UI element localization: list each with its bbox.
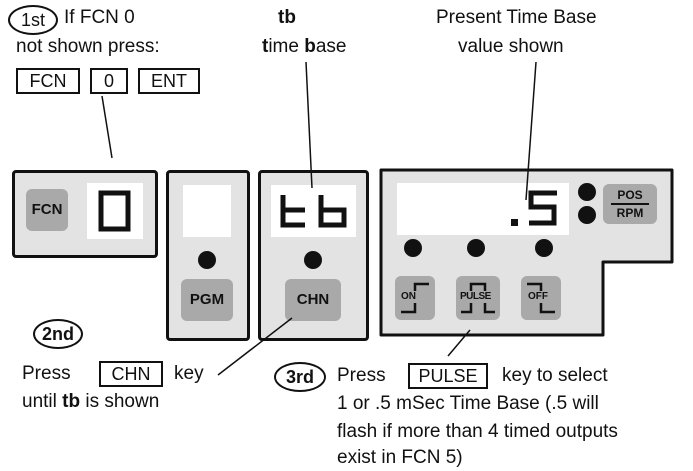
pgm-led — [198, 251, 216, 269]
pgm-display — [183, 185, 231, 237]
step1-line1: If FCN 0 — [64, 7, 135, 28]
pos-rpm-button[interactable]: POS RPM — [603, 184, 657, 224]
timebase-display — [397, 183, 569, 235]
key-0-label: 0 — [90, 68, 128, 94]
step2-badge: 2nd — [33, 319, 83, 349]
step3-line4: exist in FCN 5) — [337, 447, 463, 468]
on-led — [404, 239, 422, 257]
on-button[interactable]: ON — [395, 276, 435, 320]
step1-badge: 1st — [8, 5, 58, 35]
pos-rpm-divider — [611, 203, 649, 205]
pulse-led — [467, 239, 485, 257]
tb-subtitle: time base — [262, 36, 347, 57]
fcn-digit-0 — [98, 190, 131, 232]
step3-key-suffix: key to select — [502, 365, 608, 386]
pos-led — [578, 183, 596, 201]
chn-panel: CHN — [258, 170, 369, 341]
pgm-button[interactable]: PGM — [181, 279, 233, 321]
pos-label: POS — [617, 188, 643, 202]
present-label-line1: Present Time Base — [436, 7, 597, 28]
rpm-label: RPM — [616, 206, 644, 220]
step3-line2: 1 or .5 mSec Time Base (.5 will — [337, 393, 599, 414]
step3-badge: 3rd — [274, 362, 326, 392]
chn-display — [271, 185, 356, 237]
key-fcn-label: FCN — [16, 68, 80, 94]
pulse-waveform-icon — [461, 282, 495, 314]
rpm-led — [578, 206, 596, 224]
step2-key-chn: CHN — [99, 361, 163, 387]
step2-press: Press — [22, 363, 71, 384]
present-label-line2: value shown — [458, 36, 564, 57]
step2-key-suffix: key — [174, 363, 204, 384]
step3-line3: flash if more than 4 timed outputs — [337, 421, 618, 442]
timebase-display-value — [511, 190, 557, 226]
off-button[interactable]: OFF — [521, 276, 561, 320]
pgm-panel: PGM — [166, 170, 250, 341]
chn-button[interactable]: CHN — [285, 279, 341, 321]
step2-line2: until tb is shown — [22, 391, 160, 412]
fcn-display — [87, 183, 143, 239]
chn-display-tb — [280, 195, 347, 228]
key-ent-label: ENT — [138, 68, 200, 94]
fcn-button[interactable]: FCN — [26, 189, 68, 231]
step3-key-pulse: PULSE — [408, 363, 488, 389]
step1-line2: not shown press: — [16, 36, 160, 57]
chn-led — [304, 251, 322, 269]
tb-title: tb — [278, 7, 296, 28]
fcn-panel: FCN — [12, 170, 158, 258]
step3-press: Press — [337, 365, 386, 386]
off-led — [535, 239, 553, 257]
pulse-button[interactable]: PULSE — [456, 276, 500, 320]
